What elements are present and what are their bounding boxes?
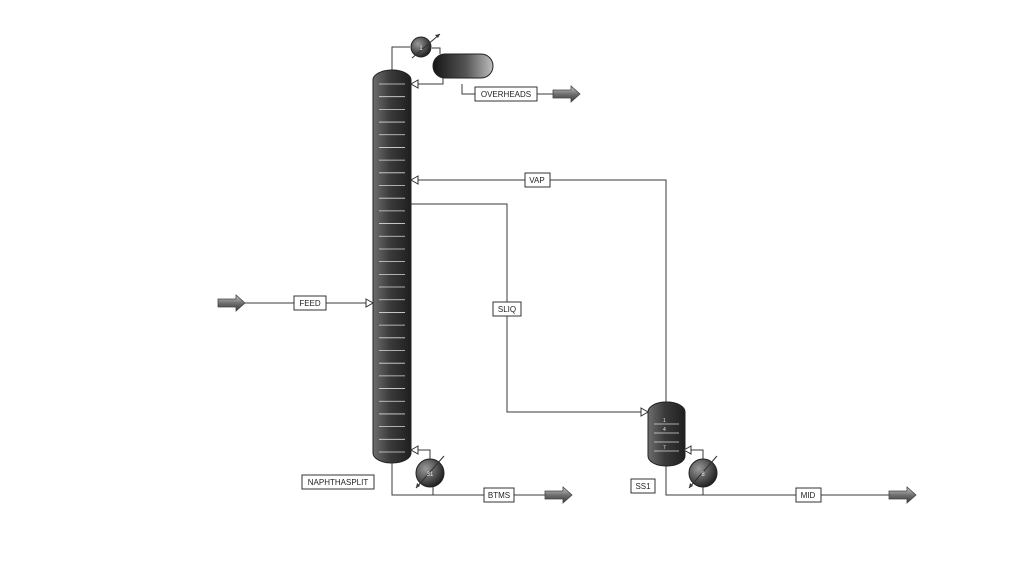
svg-text:FEED: FEED [299,299,321,308]
stream-label-mid[interactable]: MID [795,487,822,503]
feed-arrow-icon[interactable] [217,294,246,312]
sliq-inlet-arrow [640,407,650,417]
block-label-ss1[interactable]: SS1 [630,478,656,494]
svg-text:SLIQ: SLIQ [498,305,516,314]
stream-label-feed[interactable]: FEED [293,295,327,311]
svg-text:BTMS: BTMS [488,491,510,500]
naphthasplit-column[interactable] [372,69,412,464]
stream-label-sliq[interactable]: SLIQ [492,301,522,317]
condenser[interactable]: 1 [410,33,441,59]
pipes [245,46,889,496]
feed-inlet-arrow [365,298,375,308]
svg-text:4: 4 [663,427,666,433]
reflux-pipe[interactable] [412,77,444,85]
inlet-arrowheads [365,79,692,455]
svg-text:MID: MID [801,491,816,500]
vap-pipe[interactable] [413,179,667,404]
vap-inlet-arrow [409,175,419,185]
stream-label-btms[interactable]: BTMS [483,487,515,503]
svg-text:7: 7 [663,445,666,451]
mid-pipe[interactable] [702,487,889,496]
column-reboiler[interactable]: 31 [415,455,445,489]
svg-text:1: 1 [663,418,666,424]
overhead-vapor-pipe[interactable] [391,46,410,76]
block-label-naphthasplit[interactable]: NAPHTHASPLIT [301,474,375,490]
btms-arrow-icon[interactable] [544,486,573,504]
svg-text:NAPHTHASPLIT: NAPHTHASPLIT [308,478,369,487]
reflux-inlet-arrow [409,79,419,89]
stream-label-overheads[interactable]: OVERHEADS [474,86,538,102]
reflux-drum[interactable] [432,53,494,79]
stream-label-vap[interactable]: VAP [524,172,551,188]
side-reboiler-stage-label: 8 [701,472,705,478]
reboiler-inlet-arrow [409,445,419,455]
sliq-pipe[interactable] [411,203,641,413]
column-trays [379,83,405,453]
condenser-stage-label: 1 [419,46,423,52]
mid-arrow-icon[interactable] [888,486,917,504]
column-bottoms-pipe[interactable] [391,460,433,496]
side-reboiler-inlet-arrow [682,445,692,455]
stripper-bottoms-pipe[interactable] [665,465,703,496]
svg-text:SS1: SS1 [635,482,651,491]
ss1-stripper[interactable]: 1 4 7 [647,401,686,467]
svg-text:OVERHEADS: OVERHEADS [481,90,531,99]
overheads-arrow-icon[interactable] [552,85,581,103]
reboiler-return-pipe[interactable] [414,449,431,460]
side-reboiler-return-pipe[interactable] [687,449,704,460]
condenser-outlet-pipe[interactable] [432,47,441,54]
side-reboiler[interactable]: 8 [688,455,718,489]
reboiler-stage-label: 31 [427,472,434,478]
svg-text:VAP: VAP [529,176,544,185]
